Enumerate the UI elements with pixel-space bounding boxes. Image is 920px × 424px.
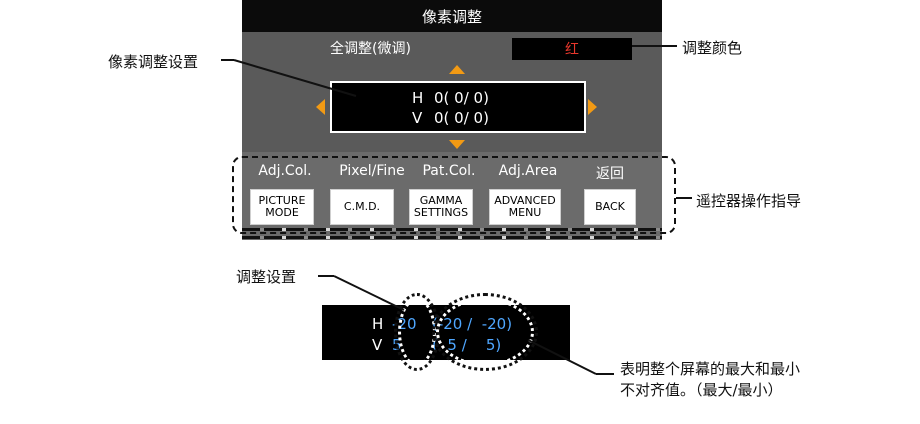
cmd-button[interactable]: C.M.D. — [330, 189, 394, 225]
adjust-mode-label: 全调整(微调) — [330, 41, 411, 57]
pixel-adjust-value-box[interactable]: H 0( 0/ 0) V 0( 0/ 0) — [330, 81, 586, 133]
callout-adjust-setting: 调整设置 — [236, 268, 297, 286]
guide-labels: Adj.Col. Pixel/Fine Pat.Col. Adj.Area 返回 — [242, 163, 662, 183]
arrow-down-icon[interactable] — [449, 140, 465, 149]
guide-label-pixel-fine: Pixel/Fine — [339, 163, 405, 179]
guide-label-adj-col: Adj.Col. — [258, 163, 312, 179]
detail-h-axis: H — [372, 315, 384, 333]
v-value-row: V 0( 0/ 0) — [412, 109, 489, 127]
h-value-row: H 0( 0/ 0) — [412, 89, 489, 107]
range-value-highlight-inner — [436, 298, 534, 366]
arrow-right-icon[interactable] — [588, 99, 597, 115]
back-button[interactable]: BACK — [584, 189, 636, 225]
guide-label-adj-area: Adj.Area — [498, 163, 558, 179]
h-value: 0( 0/ 0) — [434, 89, 489, 107]
arrow-left-icon[interactable] — [316, 99, 325, 115]
detail-v-axis: V — [372, 336, 383, 354]
divider-strip — [242, 228, 662, 231]
guide-label-pat-col: Pat.Col. — [422, 163, 476, 179]
h-axis-label: H — [412, 89, 424, 107]
range-value-highlight — [432, 293, 538, 371]
guide-label-back: 返回 — [596, 166, 624, 182]
callout-max-min-line1: 表明整个屏幕的最大和最小 — [620, 360, 801, 378]
osd-title: 像素调整 — [242, 0, 662, 32]
callout-remote-guide: 遥控器操作指导 — [696, 192, 802, 210]
remote-guide-highlight — [232, 156, 676, 234]
v-value: 0( 0/ 0) — [434, 109, 489, 127]
callout-max-min-line2: 不对齐值。（最大/最小） — [620, 381, 783, 399]
arrow-up-icon[interactable] — [449, 65, 465, 74]
divider-strip — [242, 236, 662, 239]
callout-pixel-adjust-setting: 像素调整设置 — [108, 53, 199, 71]
adjust-color-select[interactable]: 红 — [512, 38, 632, 60]
current-value-highlight-inner — [398, 298, 436, 366]
v-axis-label: V — [412, 109, 423, 127]
callout-adjust-color: 调整颜色 — [682, 39, 743, 57]
